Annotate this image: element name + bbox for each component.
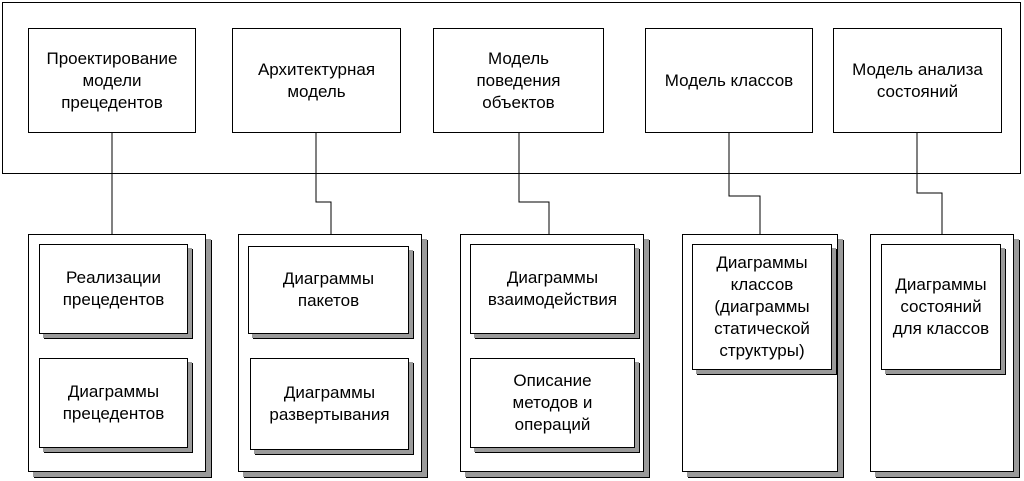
diagram-label: Реализации прецедентов	[62, 268, 165, 309]
connector-2	[315, 133, 332, 234]
models-container	[2, 2, 1021, 174]
diagram-card: Описание методов и операций	[470, 358, 635, 448]
diagram-card: Диаграммы классов (диаграммы статической…	[692, 244, 832, 370]
diagram-label: Описание методов и операций	[512, 371, 593, 434]
diagram-label: Диаграммы прецедентов	[62, 382, 165, 423]
model-box-architecture: Архитектурная модель	[232, 28, 401, 133]
diagram-card: Диаграммы пакетов	[248, 246, 409, 334]
diagram-card: Диаграммы взаимодействия	[470, 244, 635, 334]
diagram-card: Реализации прецедентов	[39, 244, 188, 334]
model-label: Проектирование модели прецедентов	[46, 48, 178, 112]
model-box-state-analysis: Модель анализа состояний	[833, 28, 1002, 133]
model-label: Архитектурная модель	[257, 59, 376, 101]
diagram-label: Диаграммы пакетов	[282, 269, 375, 310]
diagram-label: Диаграммы классов (диаграммы статической…	[714, 253, 810, 360]
model-label: Модель анализа состояний	[852, 59, 983, 101]
model-box-use-cases: Проектирование модели прецедентов	[28, 28, 196, 133]
diagram-card: Диаграммы состояний для классов	[881, 244, 1001, 370]
diagram-label: Диаграммы состояний для классов	[892, 275, 990, 338]
diagram-label: Диаграммы развертывания	[269, 383, 390, 424]
model-box-classes: Модель классов	[645, 28, 813, 133]
diagram-card: Диаграммы развертывания	[250, 358, 409, 450]
diagram-card: Диаграммы прецедентов	[39, 358, 188, 448]
model-label: Модель классов	[664, 70, 794, 90]
connector-4	[728, 133, 761, 234]
model-label: Модель поведения объектов	[476, 48, 561, 112]
diagram-label: Диаграммы взаимодействия	[487, 268, 618, 309]
model-box-object-behavior: Модель поведения объектов	[433, 28, 604, 133]
connector-3	[518, 133, 550, 234]
connector-5	[916, 133, 943, 234]
